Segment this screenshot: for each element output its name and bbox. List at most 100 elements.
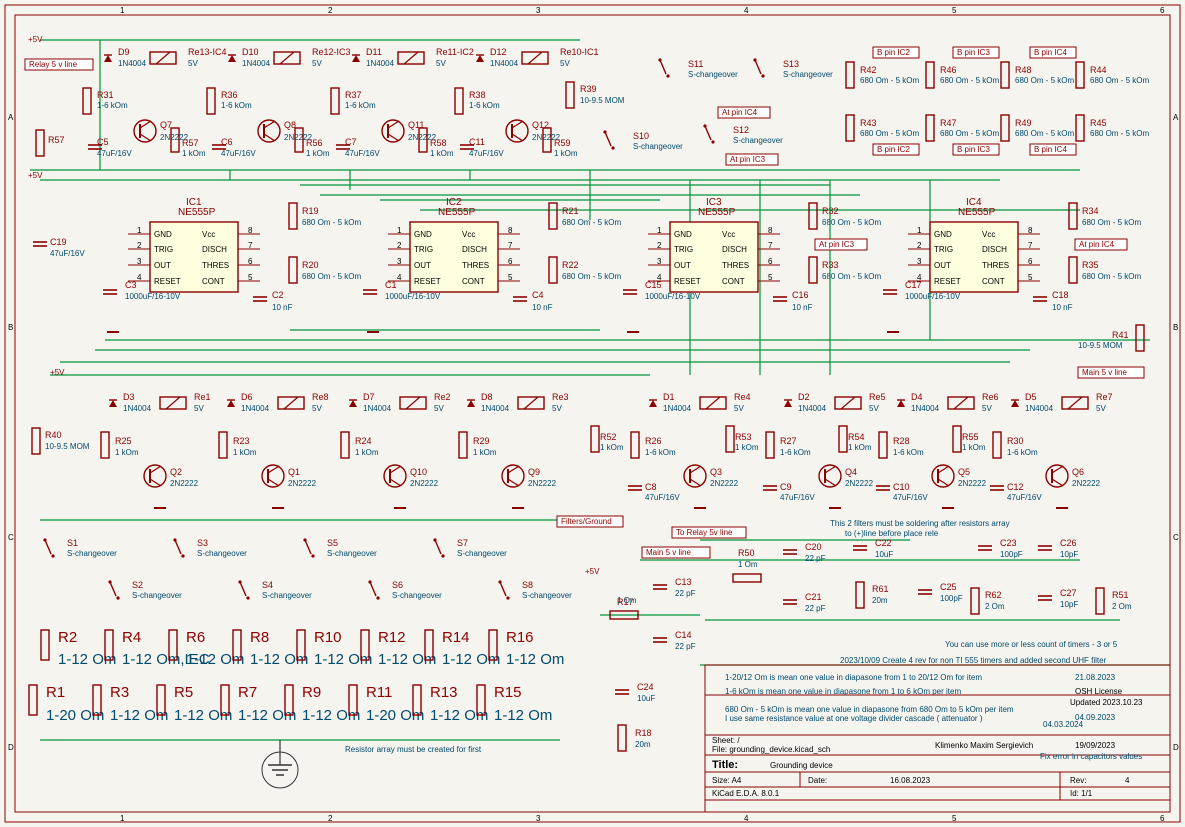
diode-value: 1N4004: [1025, 404, 1054, 413]
transistor-symbol: [133, 119, 157, 143]
filters-ground-label-box: [556, 515, 624, 528]
timer-pin-number: 3: [137, 257, 142, 266]
resistor-symbol: [855, 581, 865, 609]
r18-value: 20m: [635, 740, 651, 749]
switch-contact: [51, 554, 55, 558]
ground-resistor-ref: R12: [378, 629, 406, 646]
capacitor-symbol: [783, 599, 797, 605]
capacitor-ref: C12: [1007, 482, 1024, 492]
timer-rb-value: 680 Om - 5 kOm: [302, 272, 361, 281]
timer-pin-number: 4: [397, 273, 402, 282]
resistor-symbol: [590, 425, 600, 453]
resistor-symbol: [288, 256, 298, 284]
relay-coil-symbol: [397, 51, 425, 65]
desc-3: 680 Om - 5 kOm is mean one value in diap…: [725, 705, 1014, 714]
resistor2-ref: R59: [554, 138, 571, 148]
switch-bottom-ref: S2: [132, 580, 143, 590]
timer-pin-label: THRES: [462, 261, 489, 270]
switch-top-ref: S10: [633, 131, 649, 141]
diode-ref: D2: [798, 392, 810, 402]
transistor-ref: Q1: [288, 467, 300, 477]
diode-value: 1N4004: [363, 404, 392, 413]
transistor-emitter: [937, 478, 950, 487]
diode-value: 1N4004: [490, 59, 519, 68]
relay-box: [273, 51, 301, 65]
r62-value: 2 Om: [985, 602, 1005, 611]
timer-pin-number: 6: [248, 257, 253, 266]
diode-value: 1N4004: [123, 404, 152, 413]
capacitor-symbol: [336, 144, 350, 150]
relay-slash: [155, 51, 171, 65]
main-5v-line-filter-label-box: [641, 546, 711, 559]
switch-symbol: [108, 580, 120, 600]
timer-ct-ref: C17: [905, 280, 922, 290]
diode-triangle: [349, 400, 357, 407]
diode-triangle: [649, 400, 657, 407]
diode-symbol: [467, 399, 475, 407]
transistor-ref: Q7: [160, 120, 172, 130]
col-marker-top: 4: [744, 6, 749, 15]
c13-value: 22 pF: [675, 589, 696, 598]
r17-ref: R17: [617, 597, 634, 607]
ground-resistor-ref: R3: [110, 684, 129, 701]
timer-pin-number: 6: [508, 257, 513, 266]
resistor-ref: R28: [893, 436, 910, 446]
timer-ct-ref: C15: [645, 280, 662, 290]
transistor-emitter: [511, 133, 524, 142]
relay-box: [399, 396, 427, 410]
resistor-symbol: [31, 427, 41, 455]
switch-symbol: [368, 580, 380, 600]
resistor2-value: 1 kOm: [182, 149, 206, 158]
relay-coil-symbol: [277, 396, 305, 410]
ground-resistor-value: 1-12 Om,IEC: [122, 651, 210, 668]
transistor-body: [501, 464, 525, 488]
timer-pin-label: DISCH: [722, 245, 747, 254]
switch-bottom-ref: S8: [522, 580, 533, 590]
resistor-ref: R38: [469, 90, 486, 100]
relay-value: 5V: [1096, 404, 1106, 413]
filters-note-1: This 2 filters must be soldering after r…: [830, 519, 1010, 528]
switch-contact: [703, 124, 707, 128]
at-pin-ic4-top-label: At pin IC4: [722, 108, 758, 117]
c14-ref: C14: [675, 630, 692, 640]
capacitor-symbol: [978, 545, 992, 551]
resistor-symbol: [542, 127, 552, 153]
relay-slash: [283, 396, 299, 410]
at-pin-ic3-mid-label: At pin IC3: [819, 240, 855, 249]
ground-resistor-value: 1-12 Om: [302, 707, 360, 724]
timer-cc-value: 10 nF: [532, 303, 553, 312]
resistor-value: 1 kOm: [473, 448, 497, 457]
timer-pin-number: 2: [917, 241, 922, 250]
timer-ra-value: 680 Om - 5 kOm: [302, 218, 361, 227]
switch-blade: [704, 125, 712, 141]
resistor-symbol: [1068, 256, 1078, 284]
resistor-ref: R27: [780, 436, 797, 446]
switch-bottom-value: S-changeover: [262, 591, 312, 600]
at-pin-ic4-top-label-box: [717, 106, 771, 119]
capacitor-ref: C11: [469, 137, 485, 147]
timer-pin-label: THRES: [722, 261, 749, 270]
capacitor-value: 47uF/16V: [97, 149, 132, 158]
transistor-value: 2N2222: [170, 479, 199, 488]
relay-ref: Re13-IC4: [188, 47, 227, 57]
timer-cc-ref: C2: [272, 290, 284, 300]
timer-ct-ref: C1: [385, 280, 397, 290]
relay-box: [397, 51, 425, 65]
resistor-value: 1-6 kOm: [1007, 448, 1038, 457]
c25-value: 100pF: [940, 594, 963, 603]
ground-resistor-ref: R1: [46, 684, 65, 701]
resistor-value: 1-6 kOm: [893, 448, 924, 457]
switch-symbol: [433, 538, 445, 558]
capacitor-symbol: [363, 289, 377, 295]
timer-pin-label: RESET: [414, 277, 441, 286]
row-marker-left: C: [8, 533, 14, 542]
timer-cc-ref: C4: [532, 290, 544, 300]
resistor-symbol: [630, 431, 640, 459]
capacitor-symbol: [783, 549, 797, 555]
capacitor-value: 47uF/16V: [780, 493, 815, 502]
kicad-version: KiCad E.D.A. 8.0.1: [712, 789, 780, 798]
timer-ra-value: 680 Om - 5 kOm: [822, 218, 881, 227]
capacitor-value: 47uF/16V: [1007, 493, 1042, 502]
author-date: 19/09/2023: [1075, 741, 1116, 750]
switch-contact: [311, 554, 315, 558]
